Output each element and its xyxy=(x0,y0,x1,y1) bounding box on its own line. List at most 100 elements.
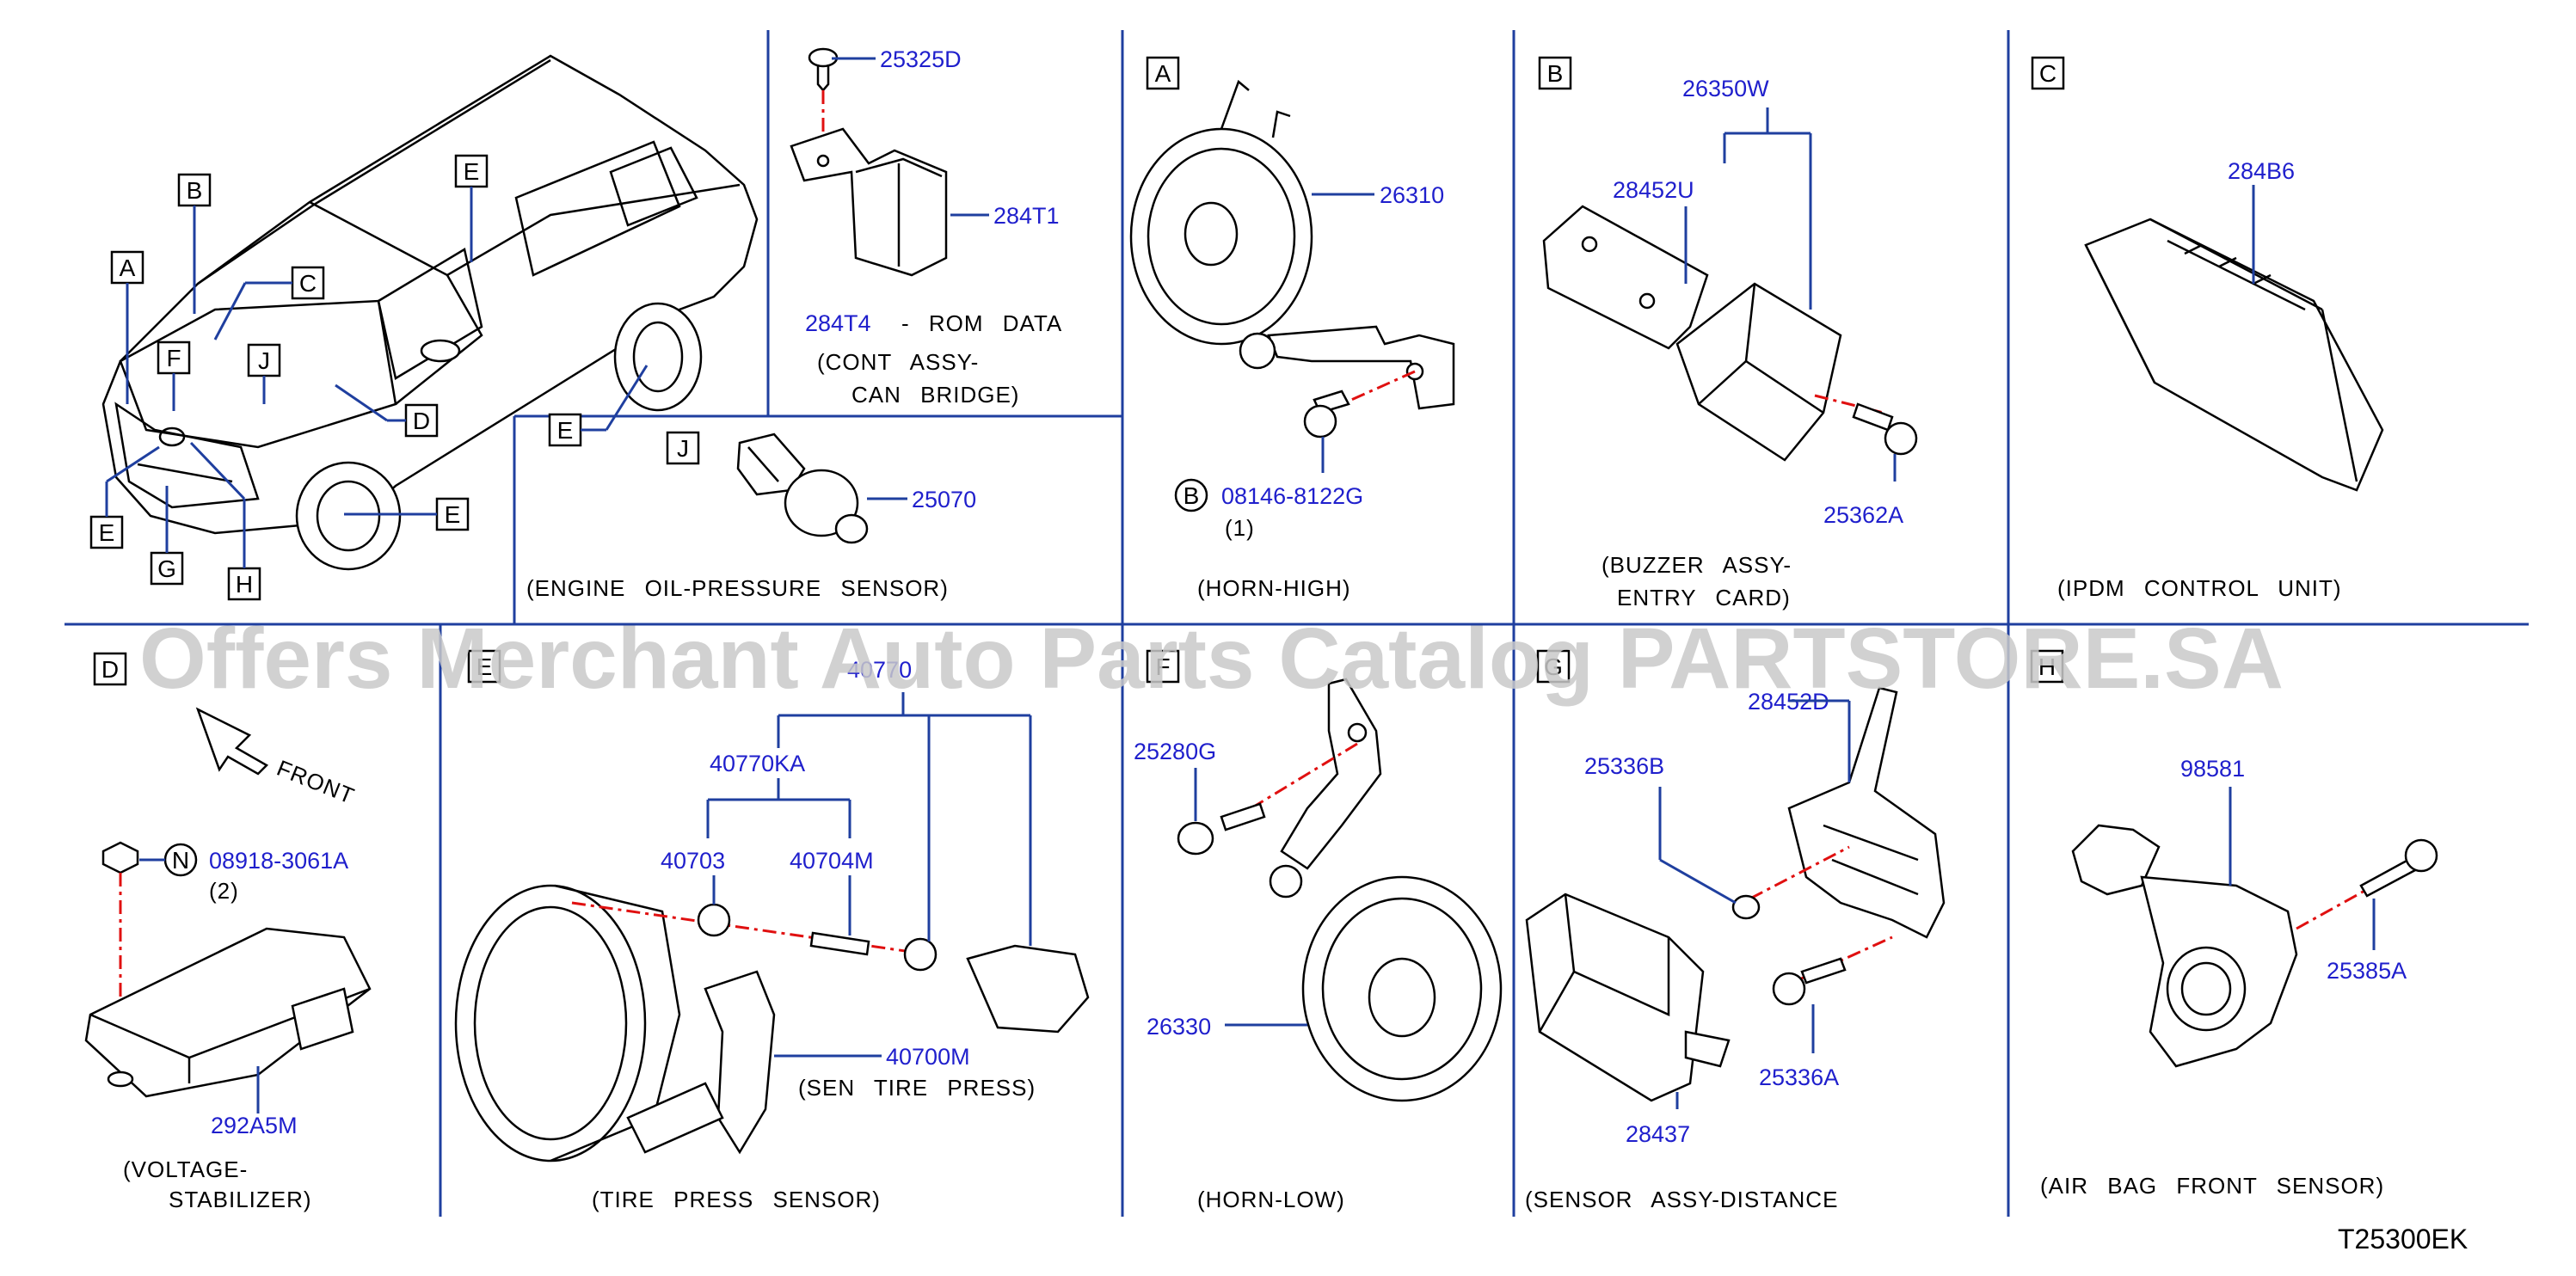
panel-letter: D xyxy=(101,656,119,683)
valve-cap-drawing xyxy=(697,903,731,937)
horn-low-drawing xyxy=(1269,864,1503,1102)
callout-box: G xyxy=(150,486,184,586)
bolt-drawing xyxy=(2359,838,2438,898)
panel-caption: (IPDM CONTROL UNIT) xyxy=(2057,575,2342,601)
callout-box: A xyxy=(110,250,144,404)
part-number: 40700M xyxy=(886,1044,970,1070)
callout-box: F xyxy=(157,340,191,411)
part-number: 28452U xyxy=(1613,177,1694,203)
part-number: 40770KA xyxy=(710,751,805,776)
horn-high-drawing xyxy=(1129,79,1455,410)
panel-caption: STABILIZER) xyxy=(169,1187,312,1212)
panel-caption: (CONT ASSY- xyxy=(817,349,979,375)
panel-voltage-stabilizer: D FRONT N 08918-3061A (2) 292A5M (VOLTAG… xyxy=(84,652,372,1212)
panel-letter: E xyxy=(476,653,493,680)
nut-drawing xyxy=(101,841,139,874)
part-number: 40704M xyxy=(790,848,874,874)
panel-letter: A xyxy=(1155,60,1171,87)
panel-letter: B xyxy=(1547,60,1564,87)
callout-box: E xyxy=(344,497,470,531)
bolt-drawing xyxy=(1177,802,1266,856)
bolt-drawing xyxy=(1852,402,1918,456)
panel-sensor-distance: G 28452D 25336B 25336A 28437 (SENSOR xyxy=(1525,649,1946,1212)
callout-letter: C xyxy=(299,270,317,297)
part-number: 25325D xyxy=(880,46,962,72)
panel-oil-pressure-sensor: J 25070 (ENGINE OIL-PRESSURE SENSOR) xyxy=(526,431,976,601)
callout-letter: G xyxy=(157,555,176,582)
panel-caption: (TIRE PRESS SENSOR) xyxy=(592,1187,881,1212)
panel-tire-press-sensor: E 40770 40770KA xyxy=(454,649,1090,1212)
callout-box: H xyxy=(189,441,261,601)
circled-letter: N xyxy=(172,847,189,874)
panel-letter: J xyxy=(677,435,689,462)
part-number: 25336B xyxy=(1584,753,1664,779)
rom-data-label: - ROM DATA xyxy=(901,310,1062,336)
panel-horn-high: A 26310 B 08146-8122G (1) (HORN-HIGH) xyxy=(1129,56,1455,601)
bolt-drawing xyxy=(1303,390,1350,439)
callout-letter: H xyxy=(236,571,253,598)
panel-air-bag-front-sensor: H 98581 25385A (AIR BAG FRONT SENSOR) xyxy=(2030,649,2438,1199)
panel-caption: (ENGINE OIL-PRESSURE SENSOR) xyxy=(526,575,949,601)
front-arrow-icon xyxy=(195,707,269,776)
panel-buzzer-entry-card: B 26350W 28452U 25362A (BUZZER ASSY- ENT… xyxy=(1538,56,1918,610)
tool-drawing xyxy=(626,970,776,1155)
panel-caption: (SENSOR ASSY-DISTANCE xyxy=(1525,1187,1838,1212)
quantity: (2) xyxy=(209,878,239,904)
callout-letter: E xyxy=(445,501,461,528)
callout-box: E xyxy=(548,365,649,447)
part-number: 26310 xyxy=(1380,182,1444,208)
panel-letter: C xyxy=(2039,60,2056,87)
distance-sensor-drawing xyxy=(1525,893,1731,1102)
distance-bracket-drawing xyxy=(1787,686,1946,939)
horn-bracket-drawing xyxy=(1280,678,1382,870)
buzzer-unit-drawing xyxy=(1675,282,1842,462)
part-number: 28437 xyxy=(1626,1121,1690,1147)
diagram-code: T25300EK xyxy=(2338,1224,2468,1255)
valve-core-drawing xyxy=(809,931,870,956)
panel-letter: H xyxy=(2038,653,2056,680)
callout-letter: E xyxy=(464,158,480,185)
callout-letter: E xyxy=(557,417,574,444)
airbag-sensor-drawing xyxy=(2071,824,2298,1068)
panel-caption: (BUZZER ASSY- xyxy=(1602,552,1792,578)
vehicle-drawing xyxy=(101,54,759,571)
bracket-drawing xyxy=(1542,205,1709,350)
part-number: 08918-3061A xyxy=(209,848,348,874)
panel-caption: (VOLTAGE- xyxy=(123,1156,248,1182)
panel-letter: F xyxy=(1155,653,1170,680)
watermark: Offers Merchant Auto Parts Catalog PARTS… xyxy=(139,610,2284,707)
front-label: FRONT xyxy=(274,755,359,809)
callout-letter: J xyxy=(258,347,270,374)
callout-letter: F xyxy=(166,345,181,371)
callout-letter: D xyxy=(413,408,430,434)
stabilizer-unit-drawing xyxy=(84,927,372,1098)
callout-box: E xyxy=(89,445,160,549)
oil-sensor-drawing xyxy=(736,432,869,544)
part-number: 25280G xyxy=(1134,739,1216,764)
callout-box: C xyxy=(213,266,325,340)
panel-letter: G xyxy=(1544,653,1563,680)
quantity: (1) xyxy=(1225,515,1255,541)
part-number: 25362A xyxy=(1823,502,1903,528)
part-number: 25070 xyxy=(912,487,976,512)
wheel-rim-drawing xyxy=(454,884,681,1163)
sub-caption: (SEN TIRE PRESS) xyxy=(798,1075,1036,1101)
part-number: 08146-8122G xyxy=(1221,483,1363,509)
part-number: 292A5M xyxy=(211,1113,298,1138)
callout-box: E xyxy=(454,154,489,262)
grommet-drawing xyxy=(903,937,938,972)
part-number: 25336A xyxy=(1759,1064,1839,1090)
sensor-body-drawing xyxy=(966,944,1090,1034)
part-number: 25385A xyxy=(2327,958,2407,984)
part-number: 26350W xyxy=(1682,76,1769,101)
panel-caption: (AIR BAG FRONT SENSOR) xyxy=(2040,1173,2384,1199)
nut-drawing xyxy=(1731,894,1761,920)
callout-letter: E xyxy=(99,519,115,546)
panel-caption: CAN BRIDGE) xyxy=(851,382,1019,408)
bolt-drawing xyxy=(1772,957,1847,1006)
screw-drawing xyxy=(808,47,839,92)
panel-ipdm-control-unit: C 284B6 (IPDM CONTROL UNIT) xyxy=(2031,56,2384,601)
part-number: 284B6 xyxy=(2228,158,2295,184)
panel-horn-low: F 25280G 26330 (HORN-LOW) xyxy=(1134,649,1503,1212)
